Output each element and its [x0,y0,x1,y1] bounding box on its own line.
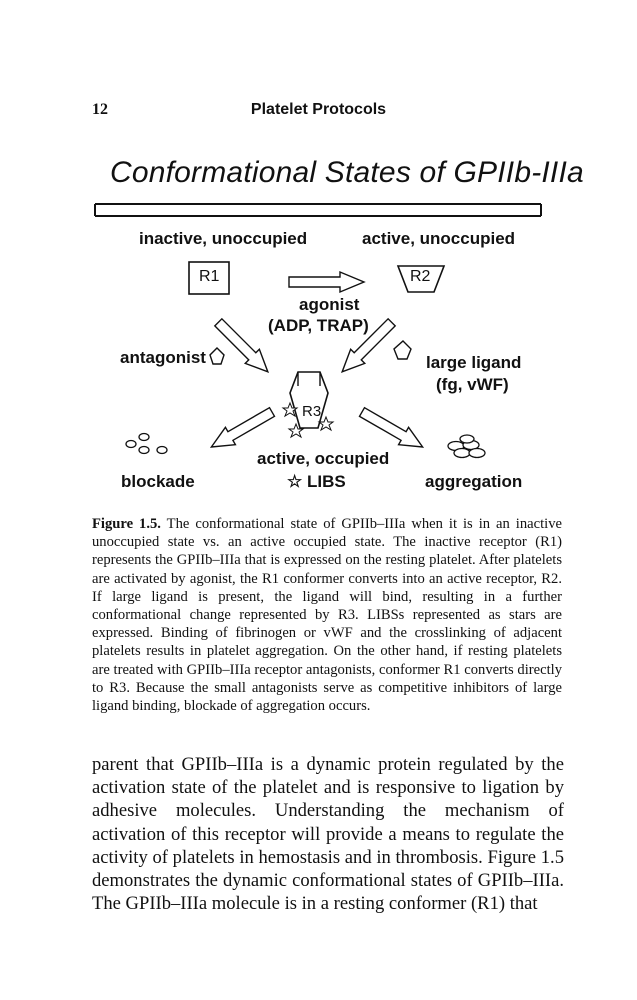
label-r2: R2 [410,268,430,286]
body-paragraph: parent that GPIIb–IIIa is a dynamic prot… [92,753,564,915]
antagonist-molecule-icon [210,348,224,364]
label-large-ligand-examples: (fg, vWF) [436,375,509,395]
label-aggregation: aggregation [425,472,522,492]
figure-caption: Figure 1.5. The conformational state of … [92,515,562,715]
label-r1: R1 [199,268,219,286]
resting-platelets-icon [126,434,167,454]
figure-caption-label: Figure 1.5. [92,516,161,532]
label-active-occupied: active, occupied [257,449,389,469]
label-inactive-unoccupied: inactive, unoccupied [139,229,307,249]
label-blockade: blockade [121,472,195,492]
blockade-arrow [206,403,277,455]
title-bracket [95,204,541,216]
label-libs: ☆ LIBS [287,472,346,492]
label-agonist-examples: (ADP, TRAP) [268,316,369,336]
large-ligand-molecule-icon [394,341,411,359]
label-r3: R3 [302,403,321,420]
figure-caption-text: The conformational state of GPIIb–IIIa w… [92,516,562,714]
label-antagonist: antagonist [120,348,206,368]
label-agonist: agonist [299,295,359,315]
conformation-diagram [0,0,637,500]
aggregated-platelets-icon [448,435,485,458]
aggregation-arrow [357,403,428,455]
antagonist-arrow [211,315,275,379]
label-active-unoccupied: active, unoccupied [362,229,515,249]
agonist-arrow [289,272,364,292]
label-large-ligand: large ligand [426,353,521,373]
